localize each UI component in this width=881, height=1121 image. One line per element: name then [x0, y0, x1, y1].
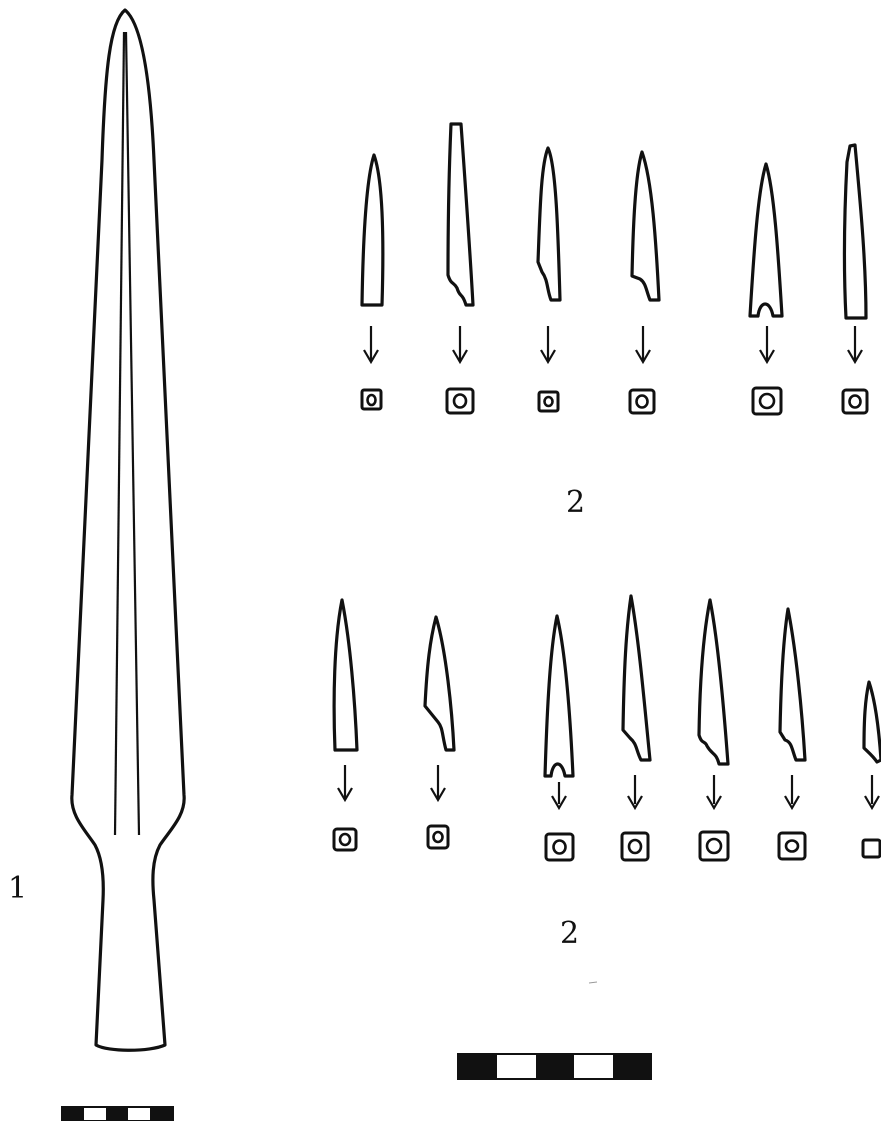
- point-bottom-5: [697, 598, 730, 862]
- spearhead-midrib-left: [113, 31, 126, 836]
- point-top-5: [748, 162, 784, 416]
- scale-bar-small: [61, 1106, 174, 1121]
- spearhead-drawing: [70, 8, 186, 1052]
- point-top-1: [360, 153, 385, 411]
- scale-bar-large-segment: [536, 1054, 574, 1079]
- label-group-top: 2: [566, 485, 585, 520]
- scale-bar-small-segment: [62, 1107, 84, 1121]
- spearhead-midrib-right: [124, 31, 141, 836]
- point-bottom-2: [423, 615, 456, 850]
- points-bottom-row: [332, 594, 881, 862]
- point-bottom-6: [777, 607, 807, 861]
- point-top-4: [628, 150, 661, 415]
- scale-bar-small-segment: [106, 1107, 128, 1121]
- label-spearhead: 1: [8, 871, 27, 906]
- point-top-3: [536, 146, 562, 413]
- stray-mark: [588, 981, 598, 984]
- point-top-6: [841, 143, 869, 415]
- scale-bar-small-segment: [150, 1107, 173, 1121]
- spearhead-outline: [70, 8, 186, 1052]
- point-bottom-3: [543, 614, 575, 862]
- point-bottom-1: [332, 598, 359, 852]
- point-bottom-7: [861, 680, 881, 859]
- point-bottom-4: [620, 594, 652, 862]
- scale-bar-large: [457, 1053, 652, 1080]
- scale-bar-large-segment: [458, 1054, 497, 1079]
- point-top-2: [445, 122, 475, 415]
- label-group-bottom: 2: [560, 916, 579, 951]
- scale-bar-large-segment: [613, 1054, 651, 1079]
- points-top-row: [360, 122, 869, 416]
